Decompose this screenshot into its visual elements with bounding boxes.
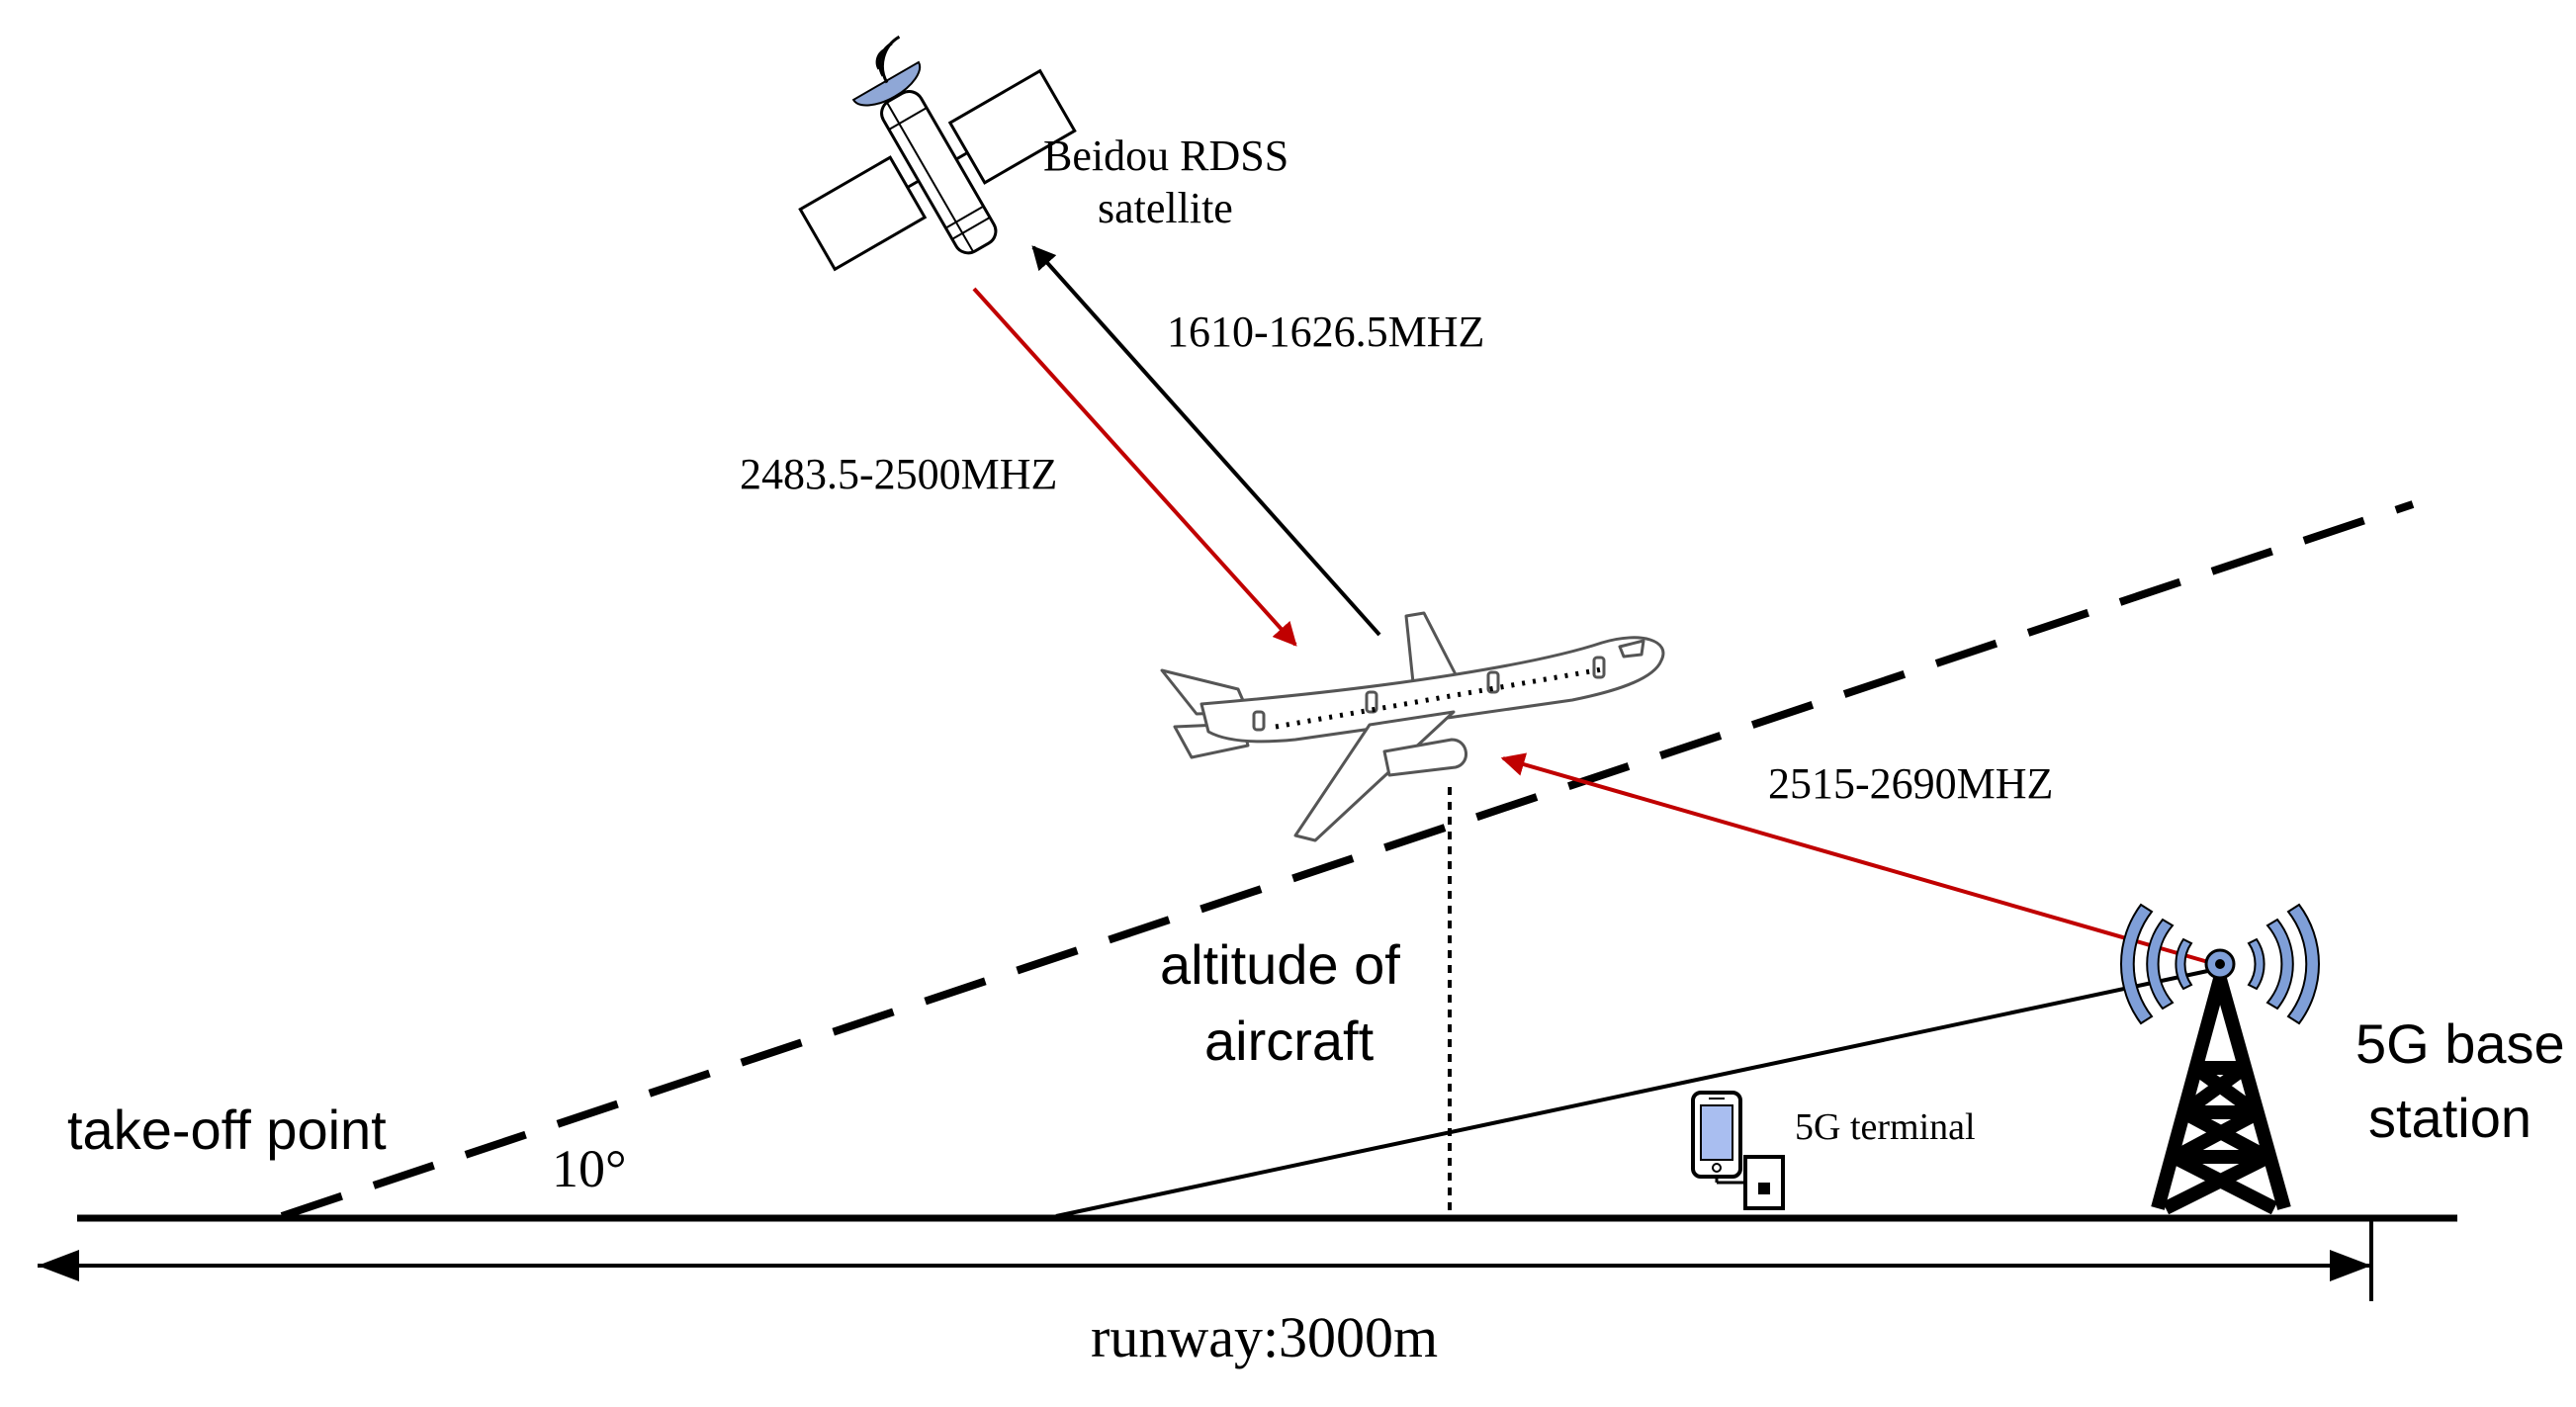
downlink-frequency-label: 2483.5-2500MHZ [740,450,1057,498]
downlink-arrow [972,287,1297,647]
airplane-windows [1275,666,1603,730]
base-station-link-arrow [1500,752,2216,966]
uplink-arrow [1031,245,1381,637]
runway-label: runway:3000m [1091,1305,1438,1369]
satellite-icon [798,35,1077,272]
takeoff-point-label: take-off point [67,1099,387,1161]
airplane-icon [1160,611,1665,842]
base-station-frequency-label: 2515-2690MHZ [1768,759,2053,808]
runway-dimension [38,1218,2373,1301]
tower-ground-link-line [1055,967,2218,1218]
terminal-box-icon [1715,1155,1785,1210]
altitude-label-line2: aircraft [1204,1010,1375,1072]
satellite-label-line2: satellite [1098,184,1233,232]
uplink-frequency-label: 1610-1626.5MHZ [1167,308,1484,356]
tower-icon [2120,903,2320,1215]
phone-icon [1691,1091,1742,1179]
angle-label: 10° [552,1139,627,1198]
climb-path-dashed-line [280,500,2415,1220]
base-station-label-line2: station [2368,1087,2532,1149]
terminal-label: 5G terminal [1795,1106,1976,1148]
altitude-label-line1: altitude of [1160,933,1400,996]
base-station-label-line1: 5G base [2355,1012,2565,1075]
satellite-label-line1: Beidou RDSS [1043,132,1288,180]
